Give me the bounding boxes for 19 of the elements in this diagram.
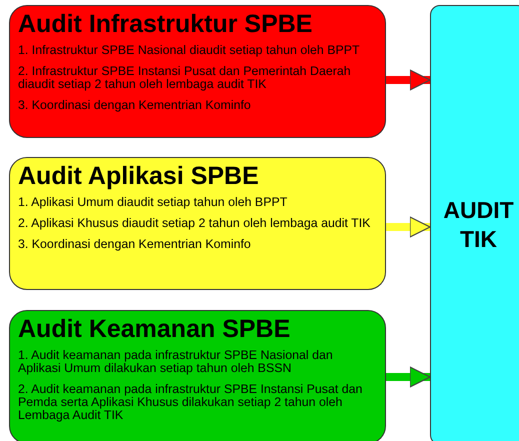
rounded-box <box>9 5 386 138</box>
rounded-box <box>430 5 519 441</box>
block-arrow <box>386 69 431 91</box>
list-item: 2. Audit keamanan pada infrastruktur SPBE Instansi Pusat dan Pemda serta Aplikasi Khusus dilakukan setiap 2 tahun oleh Lembaga Audit TIK <box>18 383 364 422</box>
list-item: 3. Koordinasi dengan Kementrian Kominfo <box>18 99 252 112</box>
block-arrow <box>386 216 431 238</box>
box-heading: Audit Keamanan SPBE <box>18 315 292 344</box>
list-item: 1. Aplikasi Umum diaudit setiap tahun oleh BPPT <box>18 196 288 209</box>
list-item: 1. Audit keamanan pada infrastruktur SPBE Nasional dan Aplikasi Umum dilakukan setiap tahun oleh BSSN <box>18 349 334 375</box>
list-item: 2. Infrastruktur SPBE Instansi Pusat dan Pemerintah Daerah diaudit setiap 2 tahun oleh lembaga audit TIK <box>18 65 352 91</box>
box-heading: Audit Infrastruktur SPBE <box>18 10 314 39</box>
list-item: 2. Aplikasi Khusus diaudit setiap 2 tahun oleh lembaga audit TIK <box>18 217 372 230</box>
list-item: 1. Infrastruktur SPBE Nasional diaudit setiap tahun oleh BPPT <box>18 44 361 57</box>
rounded-box <box>9 310 386 441</box>
block-arrow <box>386 366 431 388</box>
box-heading: AUDIT TIK <box>442 196 515 254</box>
rounded-box <box>9 157 386 290</box>
box-heading: Audit Aplikasi SPBE <box>18 162 260 191</box>
list-item: 3. Koordinasi dengan Kementrian Kominfo <box>18 238 252 251</box>
